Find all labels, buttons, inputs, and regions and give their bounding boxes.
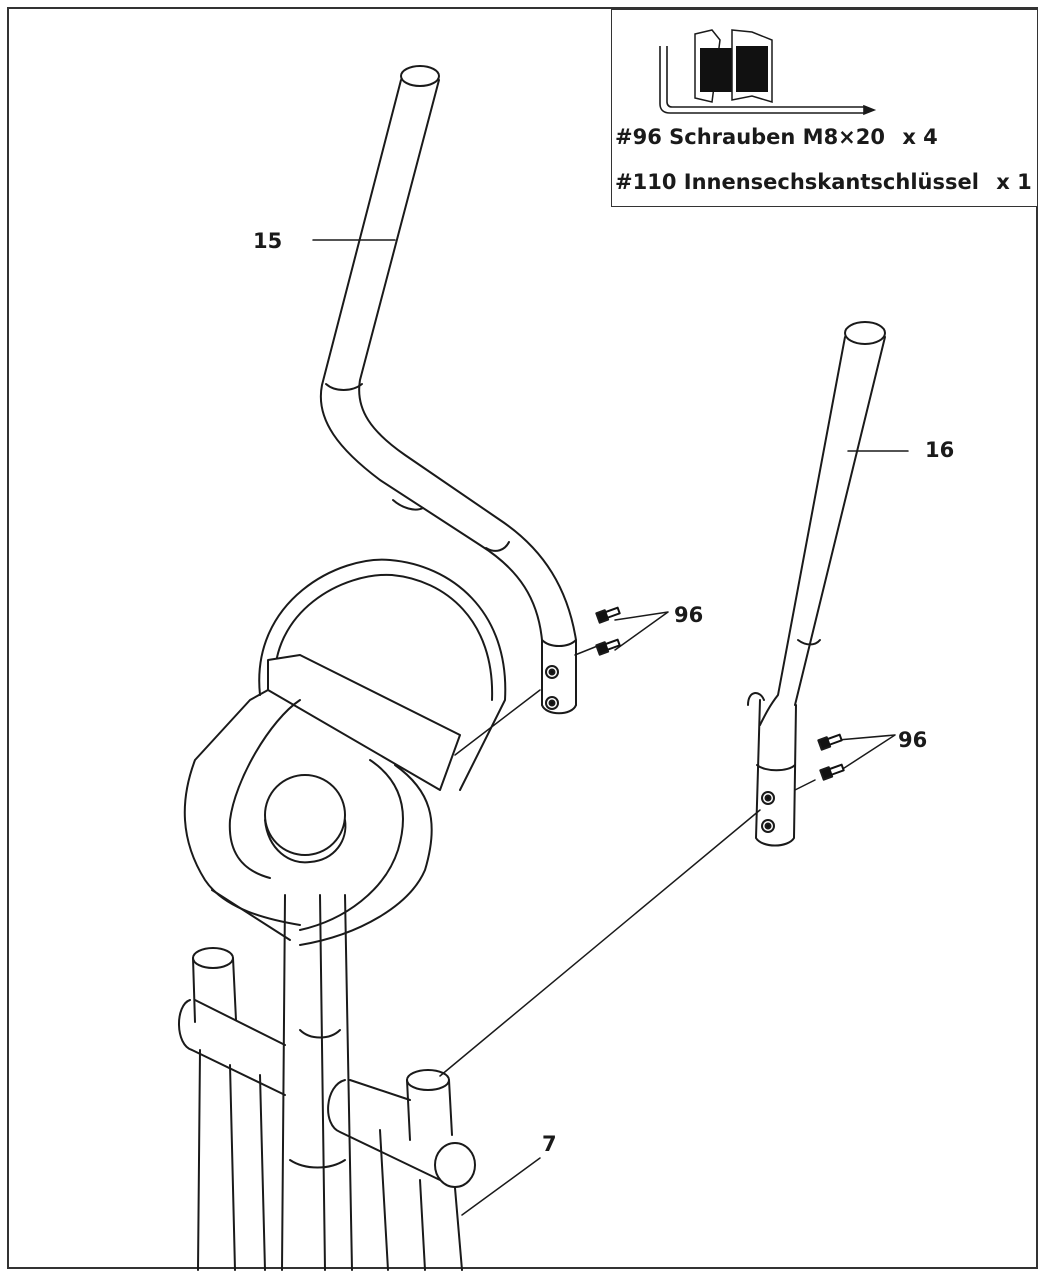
allen-key-icon bbox=[659, 46, 877, 116]
handlebar-16 bbox=[747, 321, 886, 847]
parts-box: #96 Schrauben M8×20 x 4 #110 Innensechsk… bbox=[611, 9, 1038, 207]
parts-item-110: #110 Innensechskantschlüssel x 1 bbox=[615, 170, 1032, 194]
callout-15: 15 bbox=[253, 229, 283, 253]
screws-96-right bbox=[817, 733, 845, 781]
parts-item-96: #96 Schrauben M8×20 x 4 bbox=[615, 125, 938, 149]
parts-box-icons bbox=[659, 29, 877, 116]
diagram-frame bbox=[7, 7, 1038, 1269]
callout-96-right: 96 bbox=[898, 728, 928, 752]
screw-icon bbox=[694, 29, 773, 104]
callout-16: 16 bbox=[925, 438, 955, 462]
left-pivot-tube bbox=[178, 947, 286, 1271]
console-frame bbox=[183, 558, 507, 1271]
part-number: #110 bbox=[615, 170, 677, 194]
part-qty: x 4 bbox=[902, 125, 938, 149]
callout-96-left: 96 bbox=[674, 603, 704, 627]
part-number: #96 bbox=[615, 125, 662, 149]
guide-lines bbox=[312, 239, 909, 1216]
part-name: Innensechskantschlüssel bbox=[683, 170, 979, 194]
screws-96-left bbox=[595, 606, 621, 656]
handlebar-15 bbox=[319, 65, 577, 715]
right-pivot-tube bbox=[327, 1069, 476, 1271]
part-qty: x 1 bbox=[996, 170, 1032, 194]
callout-7: 7 bbox=[542, 1132, 557, 1156]
part-name: Schrauben M8×20 bbox=[669, 125, 886, 149]
